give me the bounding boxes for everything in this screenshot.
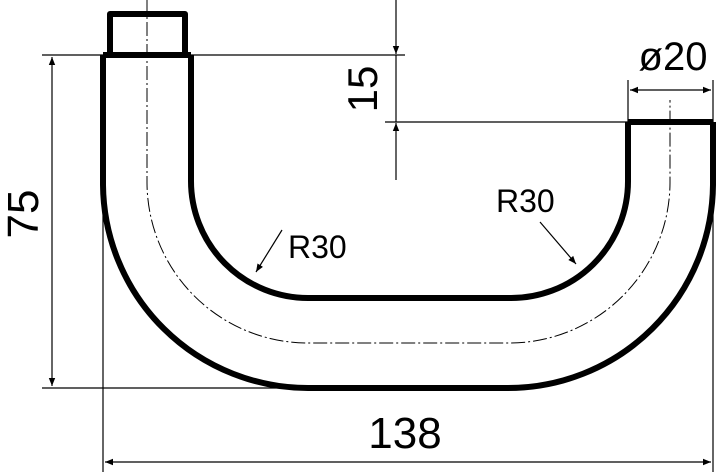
radius-callout-right: R30 [496,183,577,265]
leader-r30-right [539,221,577,265]
pipe-outline [100,11,716,391]
pipe-centerline [146,0,671,344]
label-r30-left: R30 [288,229,347,265]
leader-r30-left [255,229,283,273]
dimension-width-total: 138 [102,185,714,472]
label-15: 15 [339,66,386,113]
dimension-step-height: 15 [191,0,628,180]
label-138: 138 [368,409,441,458]
label-diameter: ø20 [639,35,708,79]
dimension-diameter: ø20 [627,35,714,122]
pipe-outer-contour [100,55,716,391]
dimension-height-total: 75 [0,54,308,389]
label-75: 75 [0,190,48,239]
pipe-inner-contour [187,55,632,302]
label-r30-right: R30 [496,183,555,219]
radius-callout-left: R30 [255,229,347,273]
center-lines [146,0,671,344]
